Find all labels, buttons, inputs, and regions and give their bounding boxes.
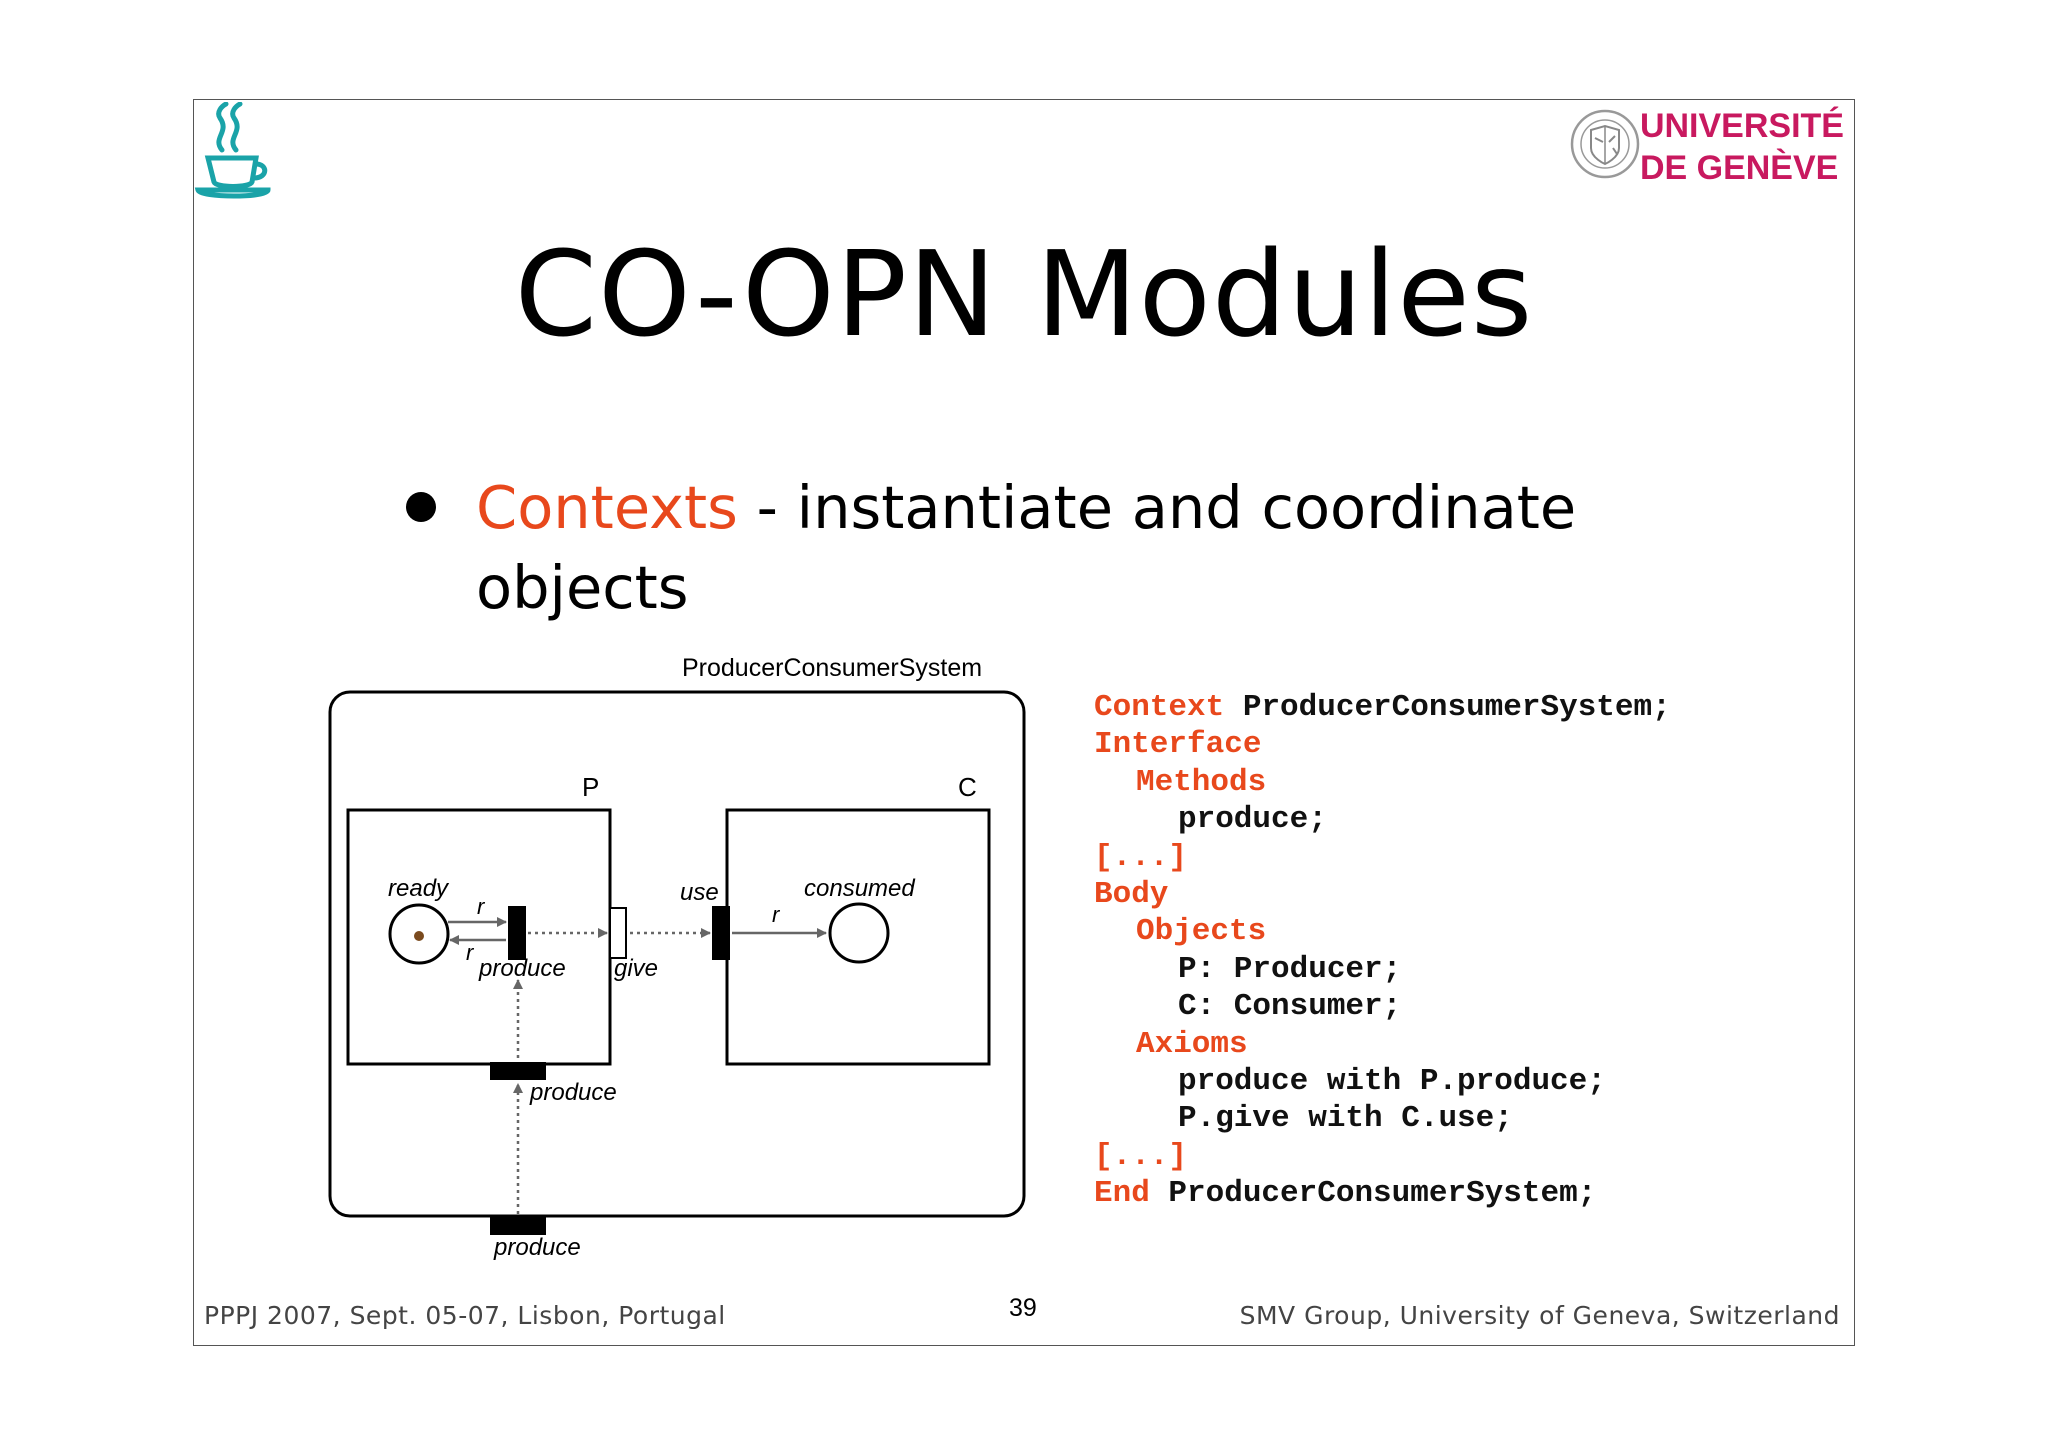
produce-mid-transition bbox=[490, 1062, 546, 1080]
use-transition bbox=[712, 906, 730, 960]
consumed-label: consumed bbox=[804, 875, 915, 902]
produce-outer-transition bbox=[490, 1217, 546, 1235]
university-name: UNIVERSITÉ DE GENÈVE bbox=[1640, 105, 1844, 189]
system-box bbox=[328, 690, 1026, 1218]
produce-outer-label: produce bbox=[493, 1234, 581, 1261]
ready-label: ready bbox=[388, 875, 450, 902]
code-line: [...] bbox=[1094, 839, 1188, 875]
code-line: Axioms bbox=[1136, 1026, 1248, 1062]
bullet-highlight: Contexts bbox=[476, 473, 738, 542]
code-line: End ProducerConsumerSystem; bbox=[1094, 1176, 1597, 1212]
consumed-place bbox=[828, 902, 890, 964]
code-line: P.give with C.use; bbox=[1178, 1101, 1513, 1137]
arc-r-label-1: r bbox=[477, 894, 486, 919]
bullet-dot bbox=[406, 492, 436, 522]
code-line: Methods bbox=[1136, 764, 1267, 800]
university-seal-icon bbox=[1570, 109, 1640, 179]
footer-right: SMV Group, University of Geneva, Switzer… bbox=[1239, 1301, 1840, 1330]
give-transition bbox=[609, 907, 627, 959]
petri-net-diagram: ProducerConsumerSystem P C ready r r pro… bbox=[328, 654, 1026, 1261]
p-label: P bbox=[582, 772, 599, 802]
code-line: produce; bbox=[1178, 802, 1327, 838]
arc-r-label-3: r bbox=[772, 902, 781, 927]
producer-box bbox=[346, 808, 612, 1066]
bullet-rest: - instantiate and coordinate objects bbox=[476, 473, 1577, 622]
give-label: give bbox=[614, 955, 658, 982]
university-line-1: UNIVERSITÉ bbox=[1639, 107, 1844, 145]
system-label: ProducerConsumerSystem bbox=[682, 654, 982, 682]
code-block: Context ProducerConsumerSystem;Interface… bbox=[1094, 689, 1671, 1213]
produce-mid-label: produce bbox=[529, 1079, 617, 1106]
arc-r-label-2: r bbox=[466, 940, 475, 965]
code-line: Interface bbox=[1094, 727, 1262, 763]
bullet-text: Contexts - instantiate and coordinate ob… bbox=[476, 468, 1676, 628]
code-line: Body bbox=[1094, 877, 1169, 913]
code-line: C: Consumer; bbox=[1178, 989, 1402, 1025]
footer-left: PPPJ 2007, Sept. 05-07, Lisbon, Portugal bbox=[204, 1301, 726, 1330]
code-line: Context ProducerConsumerSystem; bbox=[1094, 690, 1671, 725]
slide: UNIVERSITÉ DE GENÈVE CO-OPN Modules Cont… bbox=[193, 99, 1855, 1346]
use-label: use bbox=[680, 879, 719, 906]
code-line: P: Producer; bbox=[1178, 951, 1402, 987]
produce-transition bbox=[508, 906, 526, 960]
coffee-cup-icon bbox=[194, 102, 271, 199]
c-label: C bbox=[958, 772, 977, 802]
code-line: Objects bbox=[1136, 914, 1267, 950]
university-line-2: DE GENÈVE bbox=[1639, 149, 1839, 187]
page-number: 39 bbox=[1009, 1294, 1037, 1322]
produce-inner-label: produce bbox=[478, 955, 566, 982]
token bbox=[414, 931, 424, 941]
slide-title: CO-OPN Modules bbox=[514, 225, 1534, 363]
code-line: produce with P.produce; bbox=[1178, 1064, 1606, 1100]
code-line: [...] bbox=[1094, 1138, 1188, 1174]
